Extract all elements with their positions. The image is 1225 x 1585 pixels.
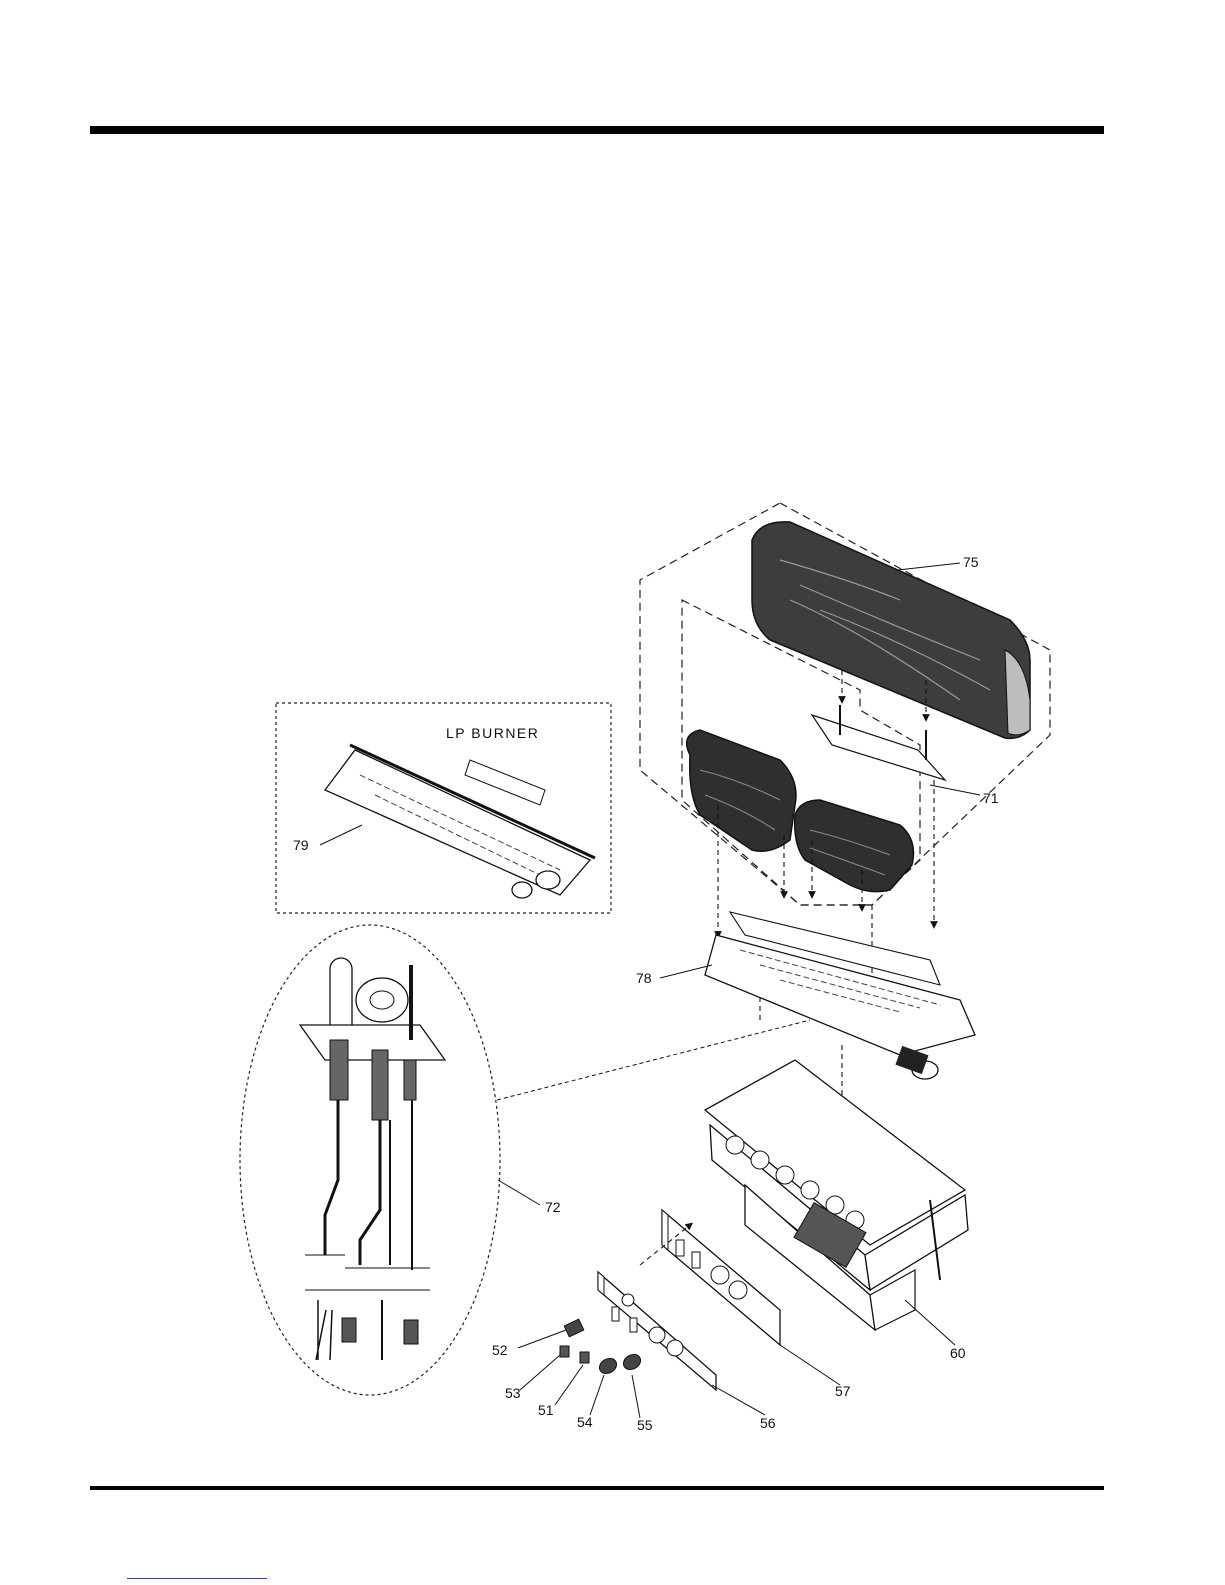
callout-75: 75 (963, 554, 979, 570)
callout-72: 72 (545, 1199, 561, 1215)
callout-57: 57 (835, 1383, 851, 1399)
callout-54: 54 (577, 1414, 593, 1430)
outer-control-panel (598, 1272, 716, 1390)
rear-log (752, 522, 1030, 739)
callout-79: 79 (293, 837, 309, 853)
callout-56: 56 (760, 1415, 776, 1431)
inset-title: LP BURNER (446, 725, 539, 741)
pilot-assembly (300, 958, 445, 1360)
callout-52: 52 (492, 1342, 508, 1358)
callout-53: 53 (505, 1385, 521, 1401)
main-burner (705, 912, 975, 1079)
callout-55: 55 (637, 1417, 653, 1433)
callout-60: 60 (950, 1345, 966, 1361)
callout-78: 78 (636, 970, 652, 986)
callout-51: 51 (538, 1402, 554, 1418)
lp-burner (325, 745, 595, 898)
callout-71: 71 (983, 790, 999, 806)
front-left-log (687, 730, 796, 851)
